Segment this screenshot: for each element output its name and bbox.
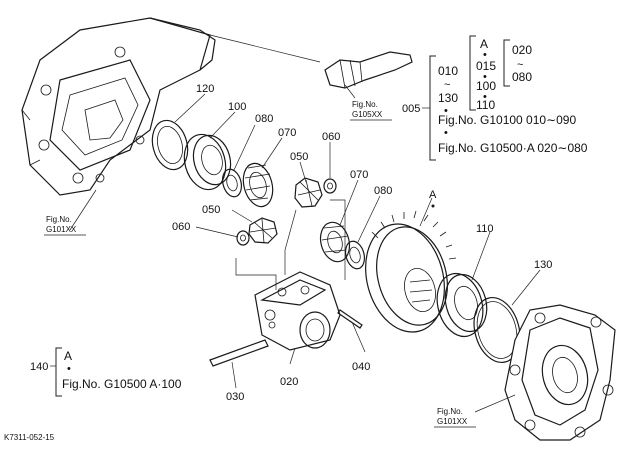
callout-040: 040 xyxy=(352,361,370,373)
callout-130-a: 130 xyxy=(534,259,552,271)
bearing-100 xyxy=(183,133,232,191)
callout-080-b: 080 xyxy=(374,185,392,197)
pinion-shaft xyxy=(209,34,413,89)
callout-130-b: 130 xyxy=(438,91,458,105)
fig-ref-G101XX-right: Fig.No. G101XX xyxy=(434,407,476,428)
callout-120: 120 xyxy=(196,83,214,95)
dot-005-b: • xyxy=(444,127,448,139)
bearing-110 xyxy=(436,272,488,338)
figure-code: K7311-052-15 xyxy=(4,433,55,442)
callout-A-top: A xyxy=(480,37,488,51)
fig-ref-g101-right-line2: G101XX xyxy=(437,417,468,426)
fig-ref-row-005-a: Fig.No. G10100 010∼090 xyxy=(438,113,576,127)
fig-ref-row-005-b: Fig.No. G10500·A 020∼080 xyxy=(438,141,588,155)
side-gear-070-left xyxy=(242,162,274,208)
pin-040 xyxy=(337,309,363,329)
callout-140: 140 xyxy=(30,361,48,373)
fig-ref-g101-left-line1: Fig.No. xyxy=(46,215,72,224)
callout-070-b: 070 xyxy=(350,169,368,181)
callout-070-a: 070 xyxy=(278,127,296,139)
ring-gear xyxy=(365,210,457,333)
callout-050-a: 050 xyxy=(290,151,308,163)
right-cover-case xyxy=(504,304,616,441)
oil-seal-120 xyxy=(151,119,189,171)
washer-060-lower xyxy=(236,230,250,246)
fig-ref-G101XX-left: Fig.No. G101XX xyxy=(44,215,86,236)
callout-080-c: 080 xyxy=(512,70,532,84)
callout-015: 015 xyxy=(476,59,496,73)
fig-ref-g105-line2: G105XX xyxy=(352,110,383,119)
callout-020-b: 020 xyxy=(512,43,532,57)
callout-labels: 120 100 080 070 060 050 070 080 050 060 … xyxy=(172,83,552,403)
differential-case-020 xyxy=(254,271,341,351)
callout-080-a: 080 xyxy=(255,113,273,125)
shaft-030 xyxy=(209,339,269,367)
washer-060-upper xyxy=(323,178,337,194)
callout-A-140: A xyxy=(64,349,72,363)
assembly-lines xyxy=(69,84,516,413)
washer-080-right xyxy=(344,240,366,270)
washer-080-left xyxy=(221,168,243,198)
callout-020: 020 xyxy=(280,376,298,388)
fig-ref-g101-left-line2: G101XX xyxy=(46,225,77,234)
pinion-gear-050-upper xyxy=(294,177,323,208)
fig-ref-row-140: Fig.No. G10500 A·100 xyxy=(62,377,182,391)
callout-100-b: 100 xyxy=(476,79,496,93)
assembly-group-005: 005 010 ~ 130 • Fig.No. G10100 010∼090 •… xyxy=(402,35,588,161)
anchor-dot-A xyxy=(431,204,435,208)
dot-005-a: • xyxy=(444,105,448,117)
callout-060-b: 060 xyxy=(172,221,190,233)
callout-A-gear: A xyxy=(429,189,437,201)
dot-100: • xyxy=(483,91,487,103)
callout-leaders xyxy=(174,93,541,389)
o-ring-130 xyxy=(473,297,521,363)
fig-ref-G105XX: Fig.No. G105XX xyxy=(350,100,392,121)
callout-110-a: 110 xyxy=(476,223,494,235)
dot-140: • xyxy=(67,363,71,375)
tilde-010-130: ~ xyxy=(444,79,450,91)
pinion-gear-050-lower xyxy=(248,217,278,244)
callout-030: 030 xyxy=(226,391,244,403)
callout-060-a: 060 xyxy=(322,131,340,143)
tilde-020-080: ~ xyxy=(517,59,523,71)
assembly-group-140: 140 A • Fig.No. G10500 A·100 xyxy=(30,347,182,397)
callout-010: 010 xyxy=(438,64,458,78)
fig-ref-g105-line1: Fig.No. xyxy=(352,100,378,109)
callout-050-b: 050 xyxy=(202,204,220,216)
dot-015: • xyxy=(483,71,487,83)
side-gear-070-right xyxy=(319,221,351,263)
left-case-housing xyxy=(21,17,216,196)
callout-100-a: 100 xyxy=(228,101,246,113)
callout-110-b: 110 xyxy=(476,98,495,112)
dot-A-top: • xyxy=(483,49,487,61)
callout-005: 005 xyxy=(402,103,420,115)
fig-ref-g101-right-line1: Fig.No. xyxy=(437,407,463,416)
